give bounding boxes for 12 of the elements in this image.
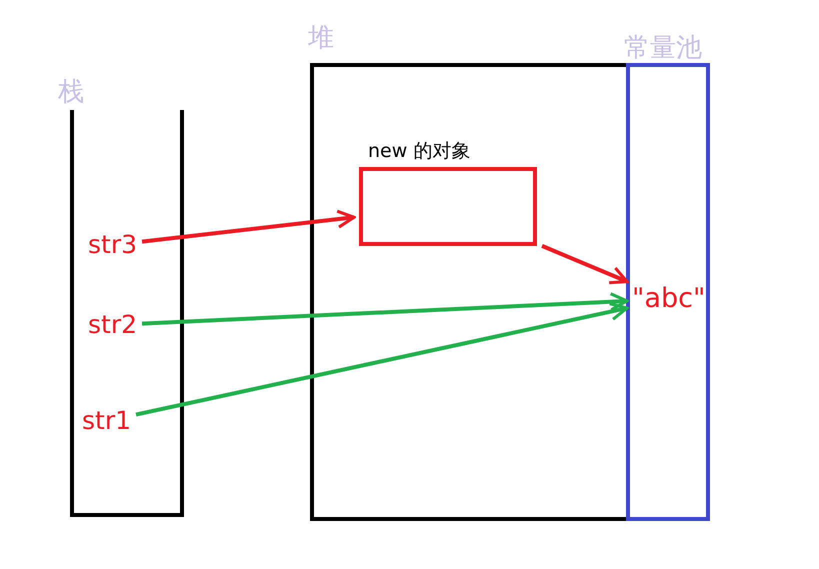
string-literal: "abc" — [632, 284, 706, 314]
arrow — [142, 292, 628, 326]
arrow — [541, 244, 628, 284]
arrow — [142, 210, 356, 244]
area-heading: 堆 — [308, 23, 334, 53]
box-heading: new 的对象 — [368, 139, 470, 163]
variable-label: str3 — [88, 230, 138, 260]
area-heading: 常量池 — [624, 33, 702, 63]
variable-label: str2 — [88, 310, 138, 340]
area-heading: 栈 — [58, 77, 84, 107]
variable-label: str1 — [82, 406, 132, 436]
arrow — [136, 302, 628, 417]
